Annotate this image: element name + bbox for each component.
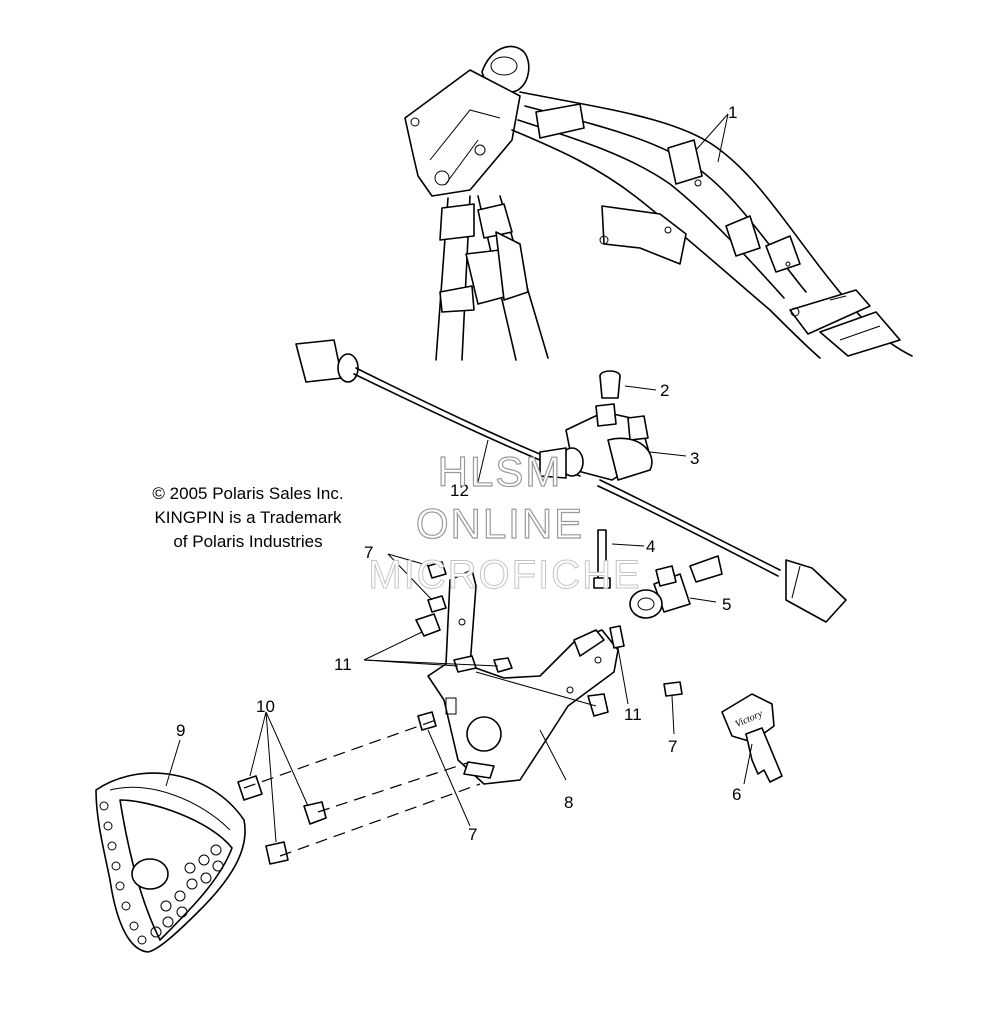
callout-7-right: 7 xyxy=(668,737,677,756)
key-part-6: Victory xyxy=(721,693,783,785)
callout-7-top: 7 xyxy=(364,543,373,562)
clips-part-11 xyxy=(363,613,629,717)
trademark-line: KINGPIN is a Trademark xyxy=(154,508,342,527)
cover-part-9 xyxy=(95,739,246,953)
trademark-owner-line: of Polaris Industries xyxy=(173,532,323,551)
callout-9: 9 xyxy=(176,721,185,740)
callout-12: 12 xyxy=(450,481,469,500)
cap-part-2 xyxy=(599,370,657,399)
watermark-line-1: HLSM xyxy=(437,447,563,495)
fasteners-part-10 xyxy=(237,711,327,865)
callout-11-right: 11 xyxy=(624,705,642,724)
callout-4: 4 xyxy=(646,537,655,556)
copyright-line: © 2005 Polaris Sales Inc. xyxy=(152,484,344,503)
callout-6: 6 xyxy=(732,785,741,804)
callout-2: 2 xyxy=(660,381,669,400)
bracket-part-8 xyxy=(427,569,619,785)
callout-labels: 1 2 3 4 5 6 7 7 7 8 9 10 11 11 12 xyxy=(176,103,741,844)
copyright-block: © 2005 Polaris Sales Inc. KINGPIN is a T… xyxy=(118,482,378,554)
callout-1: 1 xyxy=(728,103,737,122)
callout-5: 5 xyxy=(722,595,731,614)
ignition-part-5 xyxy=(629,555,723,619)
frame-part-1 xyxy=(404,45,913,361)
cover-holes xyxy=(99,801,224,945)
callout-3: 3 xyxy=(690,449,699,468)
callout-7-bottom: 7 xyxy=(468,825,477,844)
callout-10: 10 xyxy=(256,697,275,716)
callout-11-left: 11 xyxy=(334,655,352,674)
screws-part-7 xyxy=(387,553,683,827)
watermark-line-2: ONLINE xyxy=(415,499,585,547)
cable-part-12 xyxy=(295,339,847,623)
watermark-line-3: MICROFICHE xyxy=(368,553,642,598)
lock-assembly-part-3 xyxy=(539,403,687,481)
callout-8: 8 xyxy=(564,793,573,812)
bolt-part-4 xyxy=(593,529,645,589)
alignment-dashes xyxy=(243,719,481,857)
